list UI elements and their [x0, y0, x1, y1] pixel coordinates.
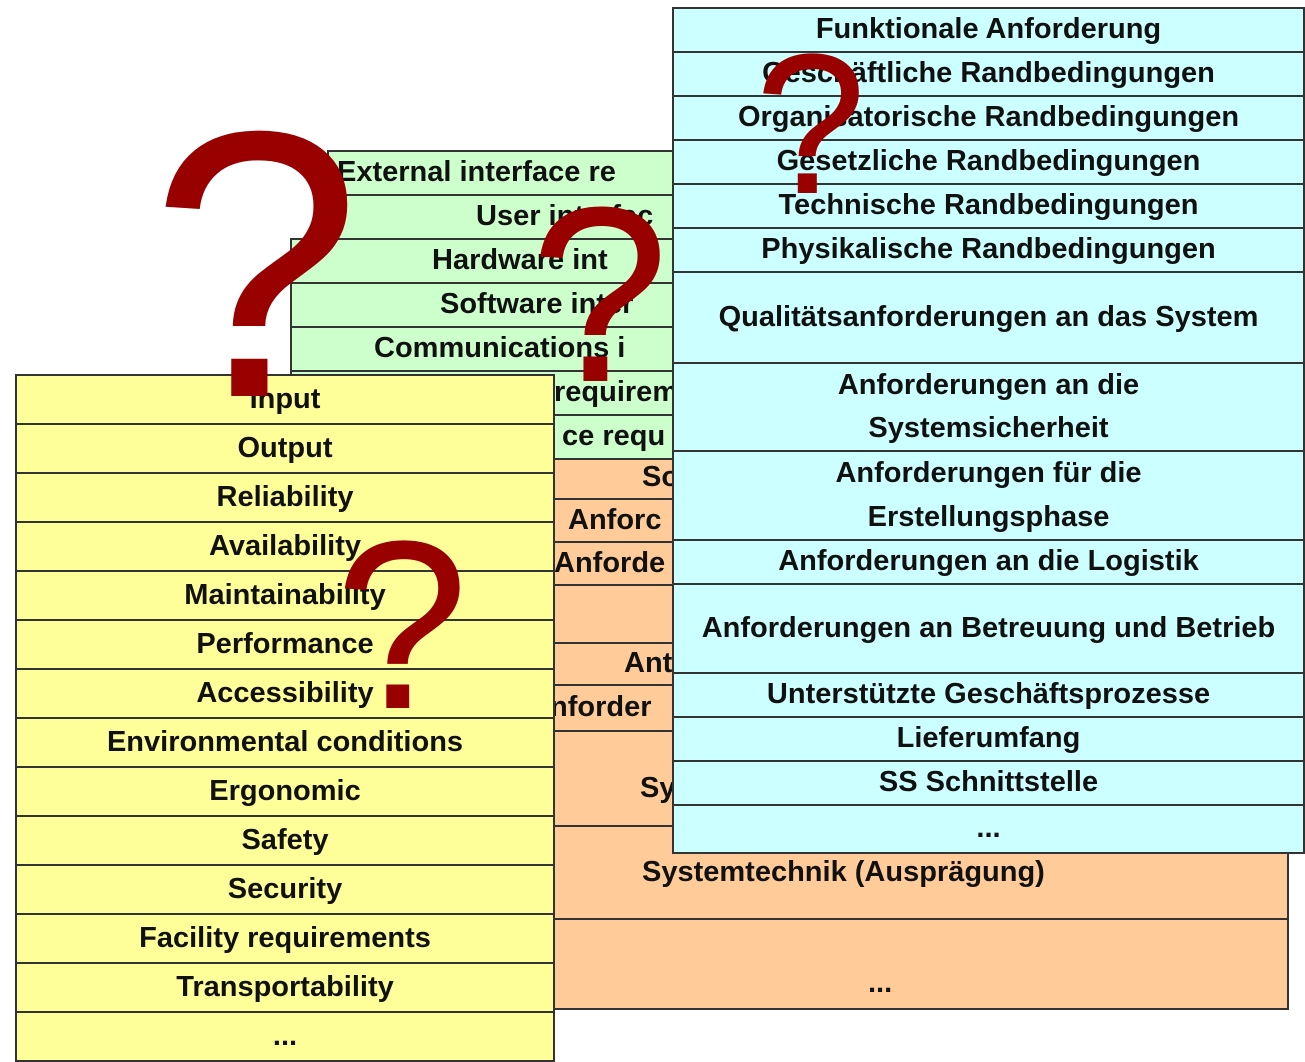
yellow-row: ... [15, 1011, 555, 1062]
green-row-label: Hardware int [432, 244, 608, 277]
cyan-row-label: Geschäftliche Randbedingungen [762, 57, 1215, 90]
cyan-row-label: Anforderungen an die Logistik [778, 545, 1199, 578]
green-row: Communications i [290, 326, 710, 372]
yellow-row: Environmental conditions [15, 717, 555, 768]
yellow-row-label: Facility requirements [139, 921, 431, 954]
orange-row-label: ... [868, 967, 893, 1000]
green-row-label: Communications i [374, 332, 626, 365]
yellow-row-label: Transportability [176, 970, 394, 1003]
cyan-row: Organisatorische Randbedingungen [672, 95, 1305, 141]
yellow-row-label: Output [237, 431, 333, 464]
cyan-row: Funktionale Anforderung [672, 7, 1305, 53]
yellow-row-label: Reliability [216, 480, 354, 513]
orange-row: ... [548, 918, 1289, 1010]
cyan-row: Qualitätsanforderungen an das System [672, 271, 1305, 364]
orange-row-label: Anforc [568, 503, 662, 536]
yellow-row: Safety [15, 815, 555, 866]
yellow-row-label: Input [249, 382, 321, 415]
cyan-row: Geschäftliche Randbedingungen [672, 51, 1305, 97]
green-row-label: requireme [554, 376, 695, 409]
yellow-row: Availability [15, 521, 555, 572]
cyan-row: Gesetzliche Randbedingungen [672, 139, 1305, 185]
cyan-row: Anforderungen an die Logistik [672, 539, 1305, 585]
cyan-requirements-panel: Funktionale Anforderung Geschäftliche Ra… [672, 7, 1305, 854]
cyan-row-label: Physikalische Randbedingungen [761, 233, 1216, 266]
yellow-row: Performance [15, 619, 555, 670]
orange-row-label: Anforde [554, 546, 666, 579]
cyan-row: Anforderungen an Betreuung und Betrieb [672, 583, 1305, 674]
cyan-row-label: ... [976, 812, 1001, 845]
cyan-row-label: Anforderungen an Betreuung und Betrieb [701, 611, 1276, 644]
cyan-row: Lieferumfang [672, 716, 1305, 762]
cyan-row-label: Qualitätsanforderungen an das System [718, 300, 1259, 333]
yellow-row-label: Availability [208, 529, 362, 562]
orange-row-label: Systemtechnik (Ausprägung) [642, 855, 1045, 888]
cyan-row: Technische Randbedingungen [672, 183, 1305, 229]
yellow-row: Reliability [15, 472, 555, 523]
yellow-requirements-panel: Input Output Reliability Availability Ma… [15, 374, 555, 1062]
yellow-row-label: Safety [241, 823, 329, 856]
orange-row-label: Sy [640, 771, 676, 804]
green-row: Software inter [290, 282, 710, 328]
yellow-row: Accessibility [15, 668, 555, 719]
orange-row-label: Ant [624, 647, 673, 680]
green-row-label: ce requ [562, 420, 666, 453]
yellow-row-label: Accessibility [196, 676, 374, 709]
yellow-row: Security [15, 864, 555, 915]
yellow-row-label: Security [227, 872, 343, 905]
yellow-row-label: ... [272, 1019, 298, 1052]
yellow-row-label: Maintainability [184, 578, 386, 611]
green-row: User interfac [327, 194, 710, 240]
cyan-row-label: Lieferumfang [896, 722, 1081, 755]
cyan-row-label: Funktionale Anforderung [815, 13, 1162, 46]
cyan-row: ... [672, 804, 1305, 854]
yellow-row: Facility requirements [15, 913, 555, 964]
cyan-row-label: Gesetzliche Randbedingungen [776, 145, 1201, 178]
cyan-row-label: Anforderungen an die Systemsicherheit [837, 368, 1140, 445]
cyan-row: Anforderungen für die Erstellungsphase [672, 450, 1305, 541]
yellow-row-label: Performance [196, 627, 374, 660]
cyan-row: SS Schnittstelle [672, 760, 1305, 806]
green-row-label: External interface re [337, 156, 616, 189]
green-row: Hardware int [290, 238, 710, 284]
yellow-row: Transportability [15, 962, 555, 1013]
cyan-row-label: Unterstützte Geschäftsprozesse [766, 678, 1211, 711]
yellow-row-label: Ergonomic [209, 774, 361, 807]
cyan-row-label: SS Schnittstelle [878, 766, 1099, 799]
green-row-label: Software inter [440, 288, 634, 321]
yellow-row: Maintainability [15, 570, 555, 621]
orange-row-label: nforder [550, 691, 652, 724]
cyan-row-label: Technische Randbedingungen [778, 189, 1199, 222]
green-row-label: User interfac [476, 200, 654, 233]
cyan-row: Unterstützte Geschäftsprozesse [672, 672, 1305, 718]
cyan-row: Physikalische Randbedingungen [672, 227, 1305, 273]
yellow-row: Input [15, 374, 555, 425]
yellow-row: Output [15, 423, 555, 474]
cyan-row: Anforderungen an die Systemsicherheit [672, 362, 1305, 452]
green-row: External interface re [327, 150, 710, 196]
yellow-row: Ergonomic [15, 766, 555, 817]
cyan-row-label: Anforderungen für die Erstellungsphase [835, 457, 1142, 533]
yellow-row-label: Environmental conditions [106, 725, 464, 758]
cyan-row-label: Organisatorische Randbedingungen [737, 101, 1240, 134]
